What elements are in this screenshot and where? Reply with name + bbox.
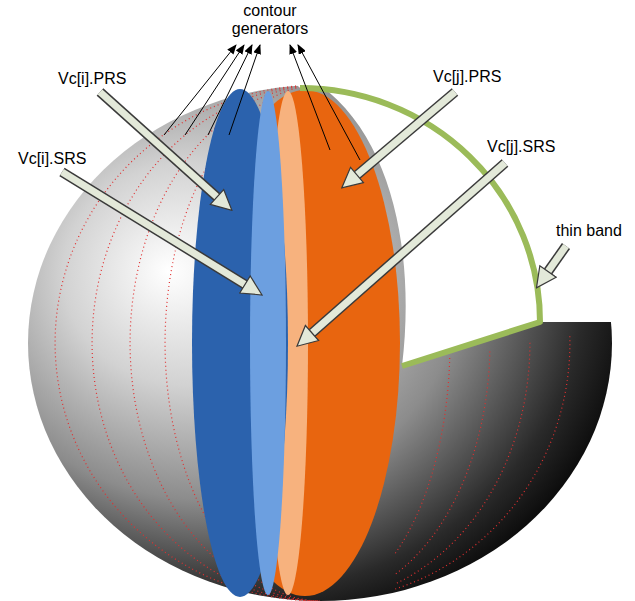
pointer-lines bbox=[164, 45, 360, 160]
light-blue-band bbox=[250, 91, 286, 595]
callout-label: contour generators bbox=[220, 2, 320, 38]
part-label: Vc[i].SRS bbox=[18, 150, 86, 168]
thin-band bbox=[300, 88, 540, 366]
part-label: Vc[i].PRS bbox=[58, 70, 126, 88]
leader-arrows bbox=[62, 92, 566, 333]
part-label: thin band bbox=[556, 222, 622, 240]
part-label: Vc[j].PRS bbox=[433, 68, 501, 86]
part-label: Vc[j].SRS bbox=[487, 138, 555, 156]
blue-band bbox=[192, 89, 288, 597]
